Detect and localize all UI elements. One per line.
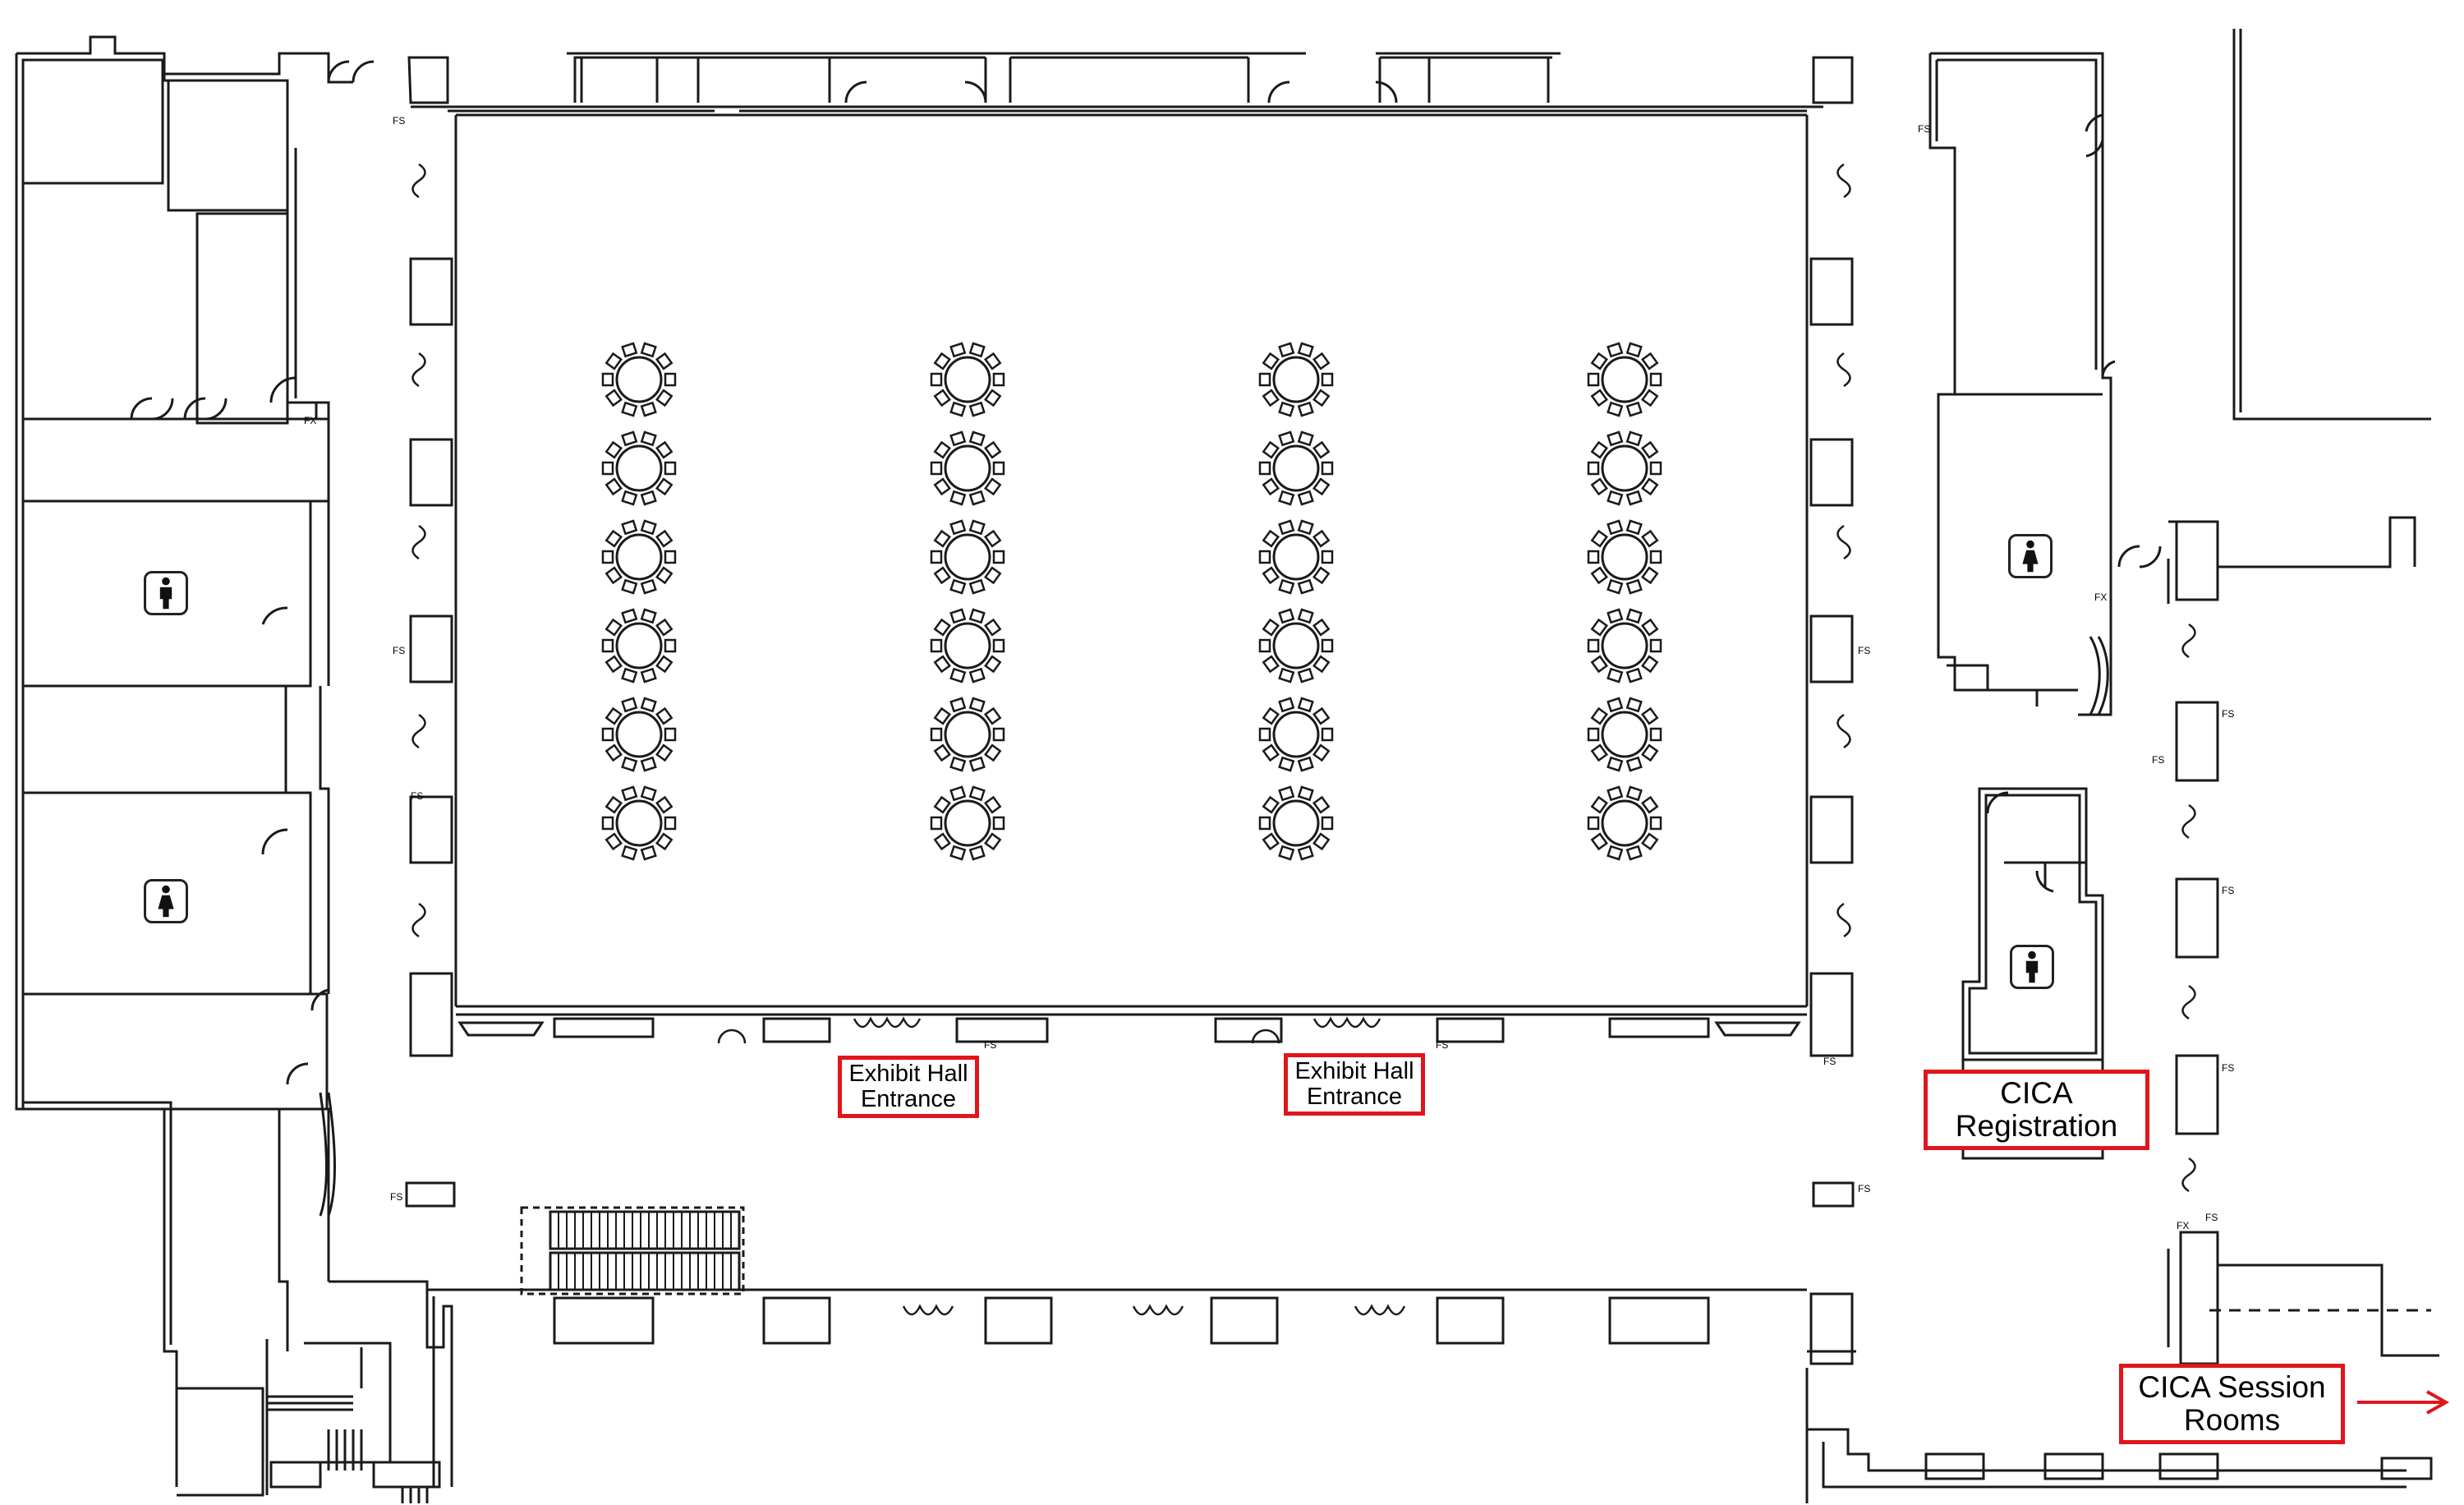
round-tables xyxy=(601,342,1662,861)
round-table xyxy=(1587,785,1662,861)
fs-code: FS xyxy=(2222,885,2235,896)
round-table xyxy=(601,342,677,417)
cica-registration-label: CICA Registration xyxy=(1924,1070,2149,1150)
right-arrow-icon xyxy=(2357,1390,2450,1415)
round-table xyxy=(601,785,677,861)
fs-code: FS xyxy=(2205,1212,2218,1223)
fs-code: FS xyxy=(390,1191,403,1203)
fs-code: FS xyxy=(393,115,406,127)
round-table xyxy=(1587,430,1662,506)
fs-code: FS xyxy=(2152,754,2165,766)
round-table xyxy=(601,697,677,772)
fs-code: FS xyxy=(1918,123,1931,135)
fs-code: FS xyxy=(2222,708,2235,720)
round-table xyxy=(1258,430,1334,506)
fs-code: FS xyxy=(411,790,424,802)
round-table xyxy=(1587,608,1662,683)
fs-code: FS xyxy=(1858,1183,1871,1194)
round-table xyxy=(930,519,1005,595)
fx-code: FX xyxy=(2094,591,2108,603)
round-table xyxy=(930,697,1005,772)
round-table xyxy=(930,342,1005,417)
man-restroom-icon xyxy=(144,571,188,615)
round-table xyxy=(1587,519,1662,595)
exhibit-hall-entrance-left-label: Exhibit Hall Entrance xyxy=(838,1056,979,1118)
round-table xyxy=(1258,608,1334,683)
round-table xyxy=(601,608,677,683)
fs-code: FS xyxy=(1436,1039,1449,1051)
round-table xyxy=(1258,519,1334,595)
fx-code: FX xyxy=(2177,1220,2190,1231)
round-table xyxy=(601,430,677,506)
round-table xyxy=(1587,697,1662,772)
round-table xyxy=(1258,697,1334,772)
man-restroom-icon xyxy=(2010,945,2054,989)
fx-code: FX xyxy=(304,415,317,426)
cica-session-rooms-label: CICA Session Rooms xyxy=(2119,1364,2345,1444)
exhibit-hall-entrance-right-label: Exhibit Hall Entrance xyxy=(1284,1053,1425,1116)
fs-code: FS xyxy=(1823,1056,1837,1067)
round-table xyxy=(930,430,1005,506)
round-table xyxy=(1258,342,1334,417)
round-table xyxy=(1587,342,1662,417)
round-table xyxy=(1258,785,1334,861)
woman-restroom-icon xyxy=(2008,534,2053,578)
round-table xyxy=(930,785,1005,861)
woman-restroom-icon xyxy=(144,879,188,923)
fs-code: FS xyxy=(984,1039,997,1051)
round-table xyxy=(601,519,677,595)
fs-code: FS xyxy=(2222,1062,2235,1074)
fs-code: FS xyxy=(393,645,406,656)
round-table xyxy=(930,608,1005,683)
fs-code: FS xyxy=(1858,645,1871,656)
